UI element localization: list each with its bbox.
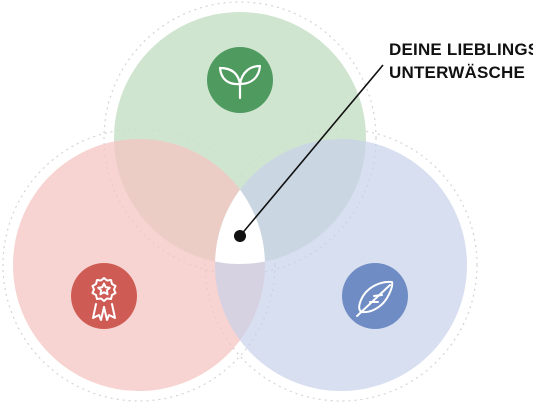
plant-sprout-icon (218, 64, 262, 100)
set-circle-left (13, 139, 265, 391)
dotted-ring-top (103, 1, 377, 275)
badge-top (207, 47, 273, 113)
set-circle-right (215, 139, 467, 391)
badge-left-circle (71, 263, 137, 329)
callout-label: DEINE LIEBLINGS- UNTERWÄSCHE (389, 40, 533, 82)
badge-right (342, 263, 408, 329)
badge-left (71, 263, 137, 329)
callout-label-line-2: UNTERWÄSCHE (389, 63, 525, 82)
set-circles (13, 12, 467, 391)
callout-label-line-1: DEINE LIEBLINGS- (389, 40, 533, 59)
callout-pointer (234, 64, 384, 242)
callout-dot (234, 230, 246, 242)
award-rosette-icon (91, 277, 117, 321)
feather-icon (356, 280, 394, 317)
callout-line (239, 64, 384, 237)
